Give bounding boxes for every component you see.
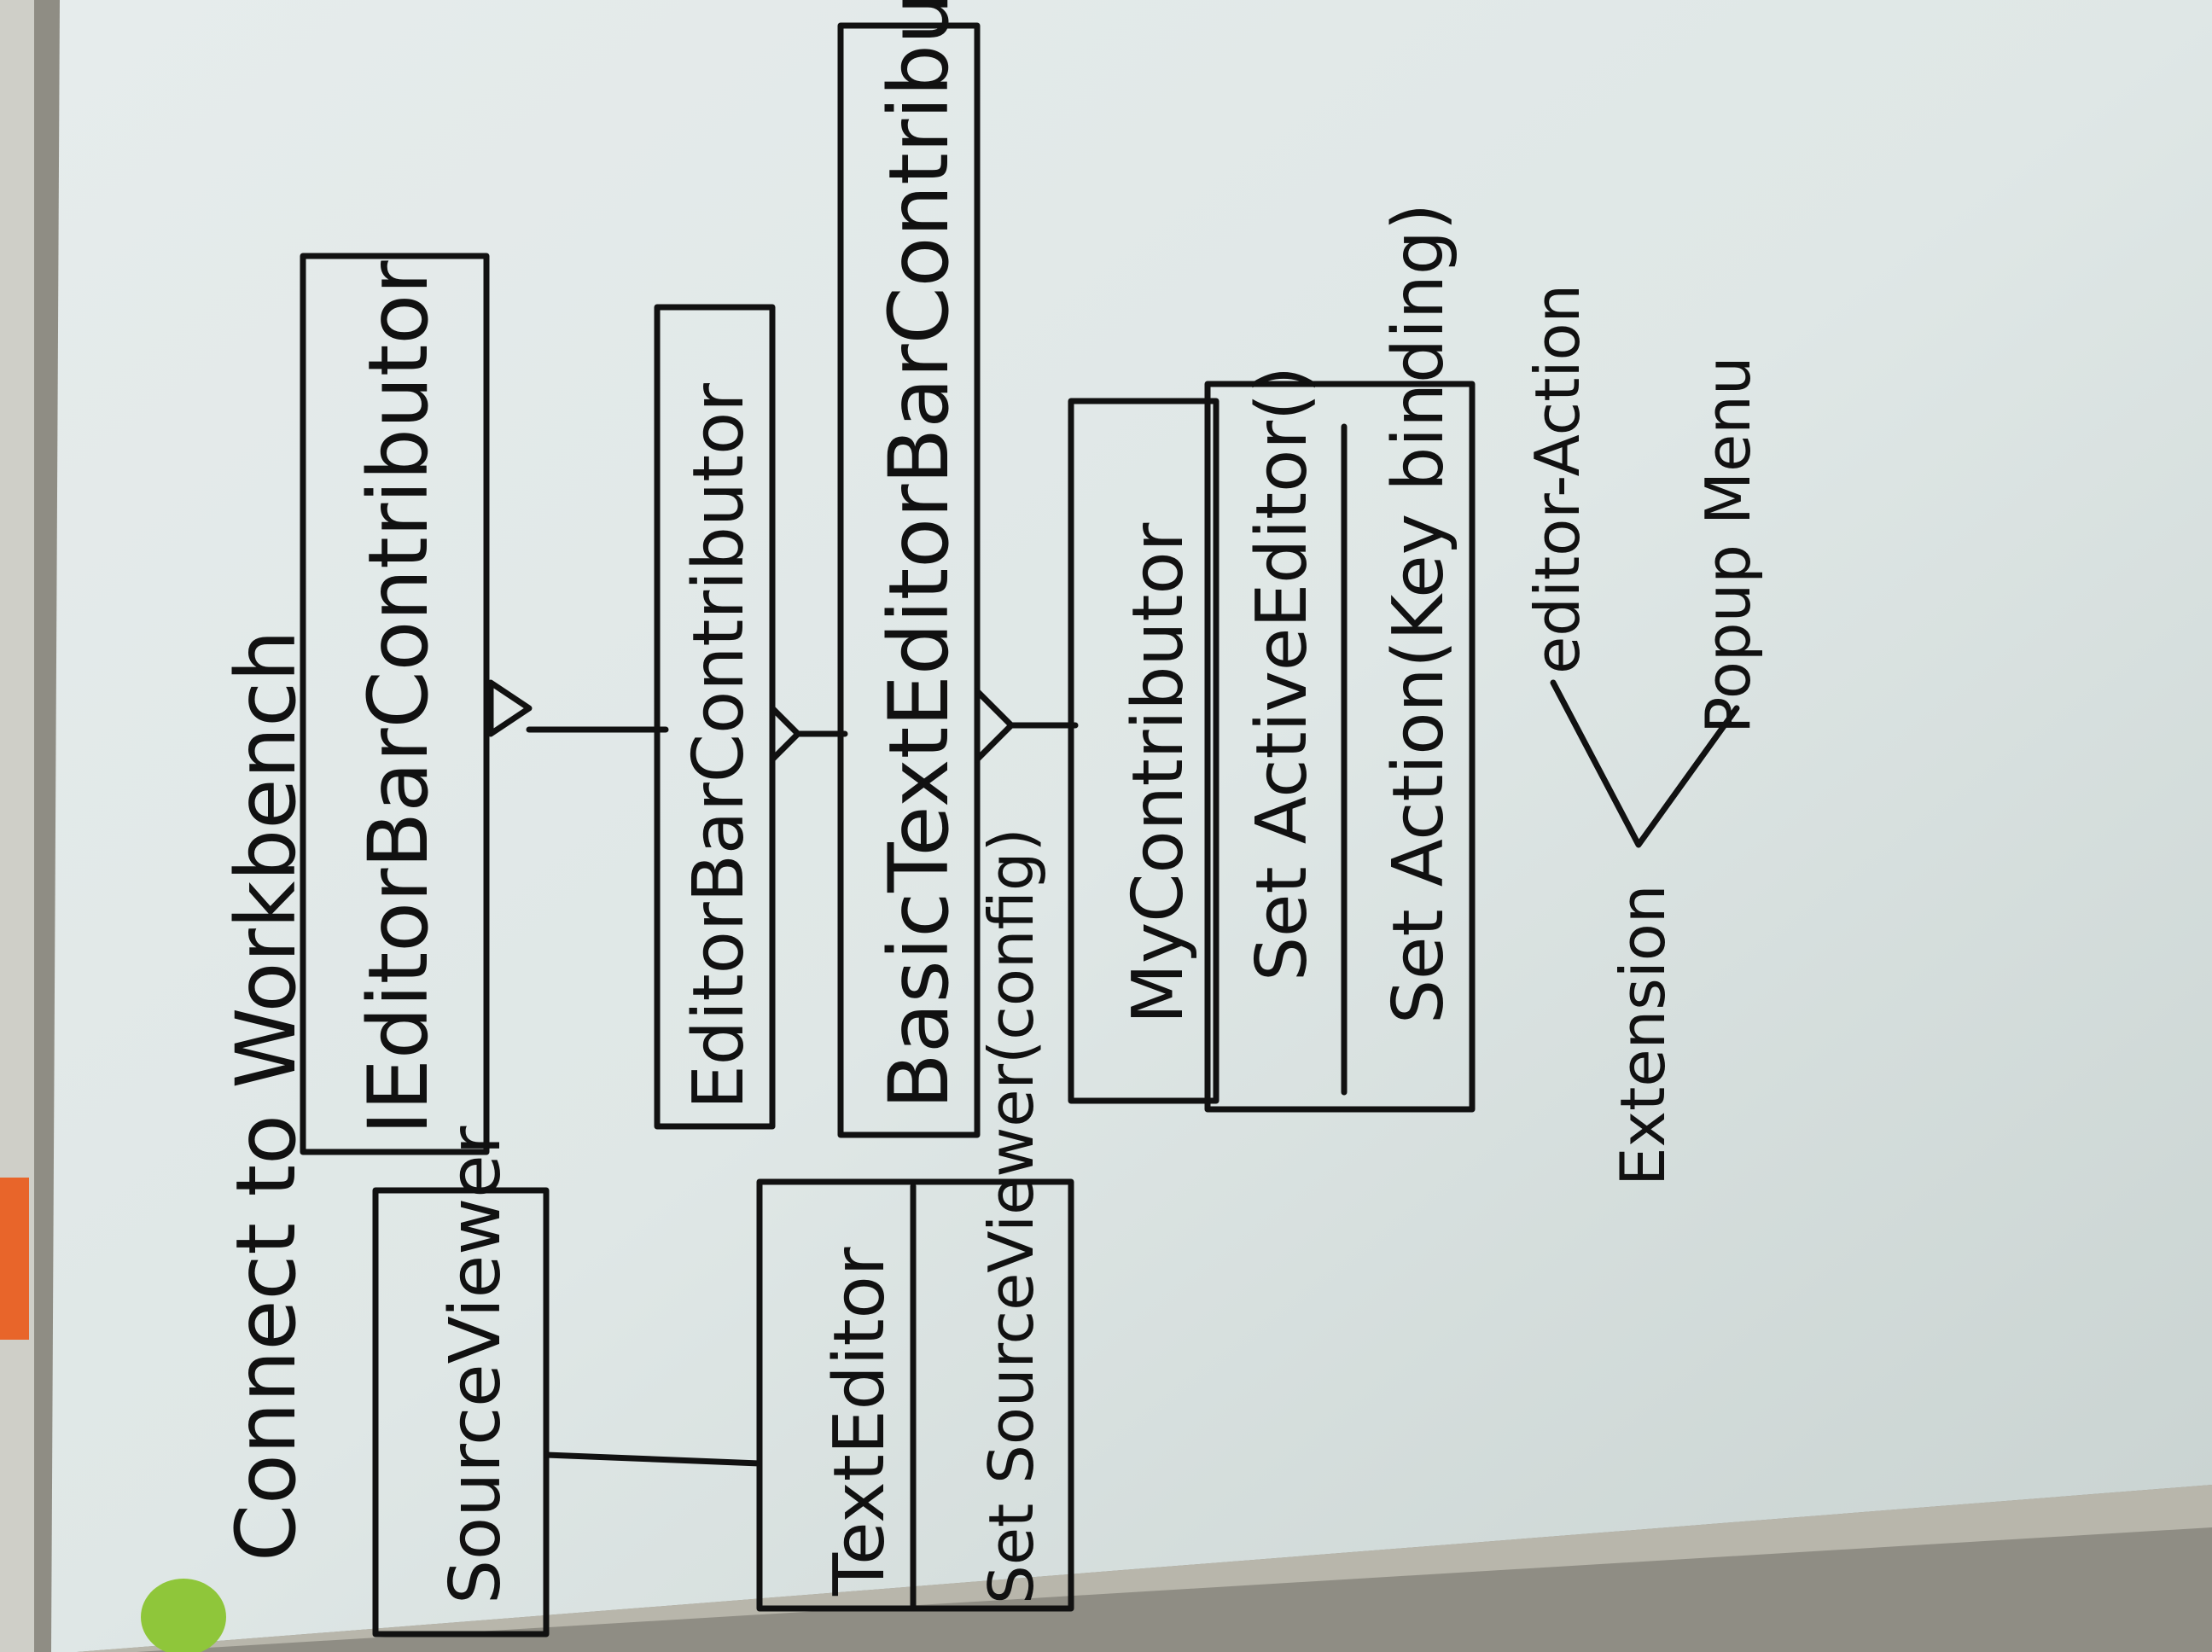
ieditorbar-contributor-box <box>300 253 490 1155</box>
inheritance-arrow-1 <box>487 679 533 737</box>
source-viewer-label: SourceViewer <box>435 1126 516 1604</box>
association-line <box>543 1451 763 1467</box>
whiteboard-surface <box>51 0 2212 1652</box>
method-set-action: Set Action(Key binding) <box>1378 203 1459 1024</box>
my-contributor-box <box>1068 398 1220 1104</box>
editor-action-note: editor-Action <box>1522 284 1593 674</box>
source-viewer-box <box>372 1187 550 1637</box>
popup-menu-note: Popup Menu <box>1692 356 1764 734</box>
basic-text-editor-bar-contributor-box <box>837 22 981 1138</box>
text-editor-label: TextEditor <box>819 1247 900 1597</box>
wall-left <box>0 0 34 1652</box>
title-text: Connect to Workbench <box>218 630 314 1562</box>
inheritance-arrow-3 <box>974 688 1015 763</box>
orange-magnet <box>0 1178 29 1340</box>
my-contributor-label: MyContributor <box>1118 522 1199 1024</box>
method-set-active-editor: Set ActiveEditor() <box>1242 366 1323 981</box>
editorbar-contributor-label: EditorBarContributor <box>678 383 760 1109</box>
inheritance-arrow-2 <box>769 705 801 763</box>
basic-text-editor-bar-contributor-label: BasicTextEditorBarContributor <box>871 0 967 1109</box>
green-magnet <box>141 1579 226 1652</box>
method-set-source-viewer: Set SourceViewer(config) <box>975 828 1047 1604</box>
frame-bottom <box>77 1485 2212 1652</box>
ieditorbar-contributor-label: IEditorBarContributor <box>351 260 446 1135</box>
extension-bracket <box>1550 679 1740 848</box>
extension-note: Extension <box>1607 885 1679 1186</box>
my-contributor-methods-box <box>1204 381 1476 1113</box>
